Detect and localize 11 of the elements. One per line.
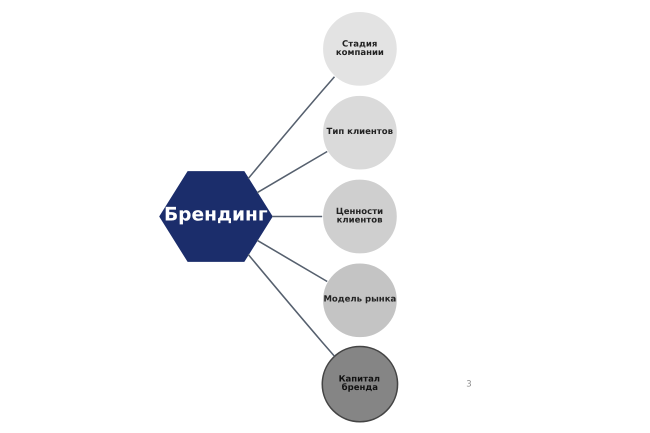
connector xyxy=(248,254,336,357)
node-circle: Стадия компании xyxy=(322,10,398,88)
node-circle: Тип клиентов xyxy=(322,94,398,172)
node-circle: Ценности клиентов xyxy=(322,178,398,255)
connector xyxy=(256,150,328,194)
connector xyxy=(256,240,328,282)
node-circle: Капитал бренда xyxy=(322,346,398,423)
connector xyxy=(248,76,336,180)
connector xyxy=(272,216,322,218)
node-circle: Модель рынка xyxy=(322,262,398,339)
label: 3 xyxy=(466,379,472,390)
